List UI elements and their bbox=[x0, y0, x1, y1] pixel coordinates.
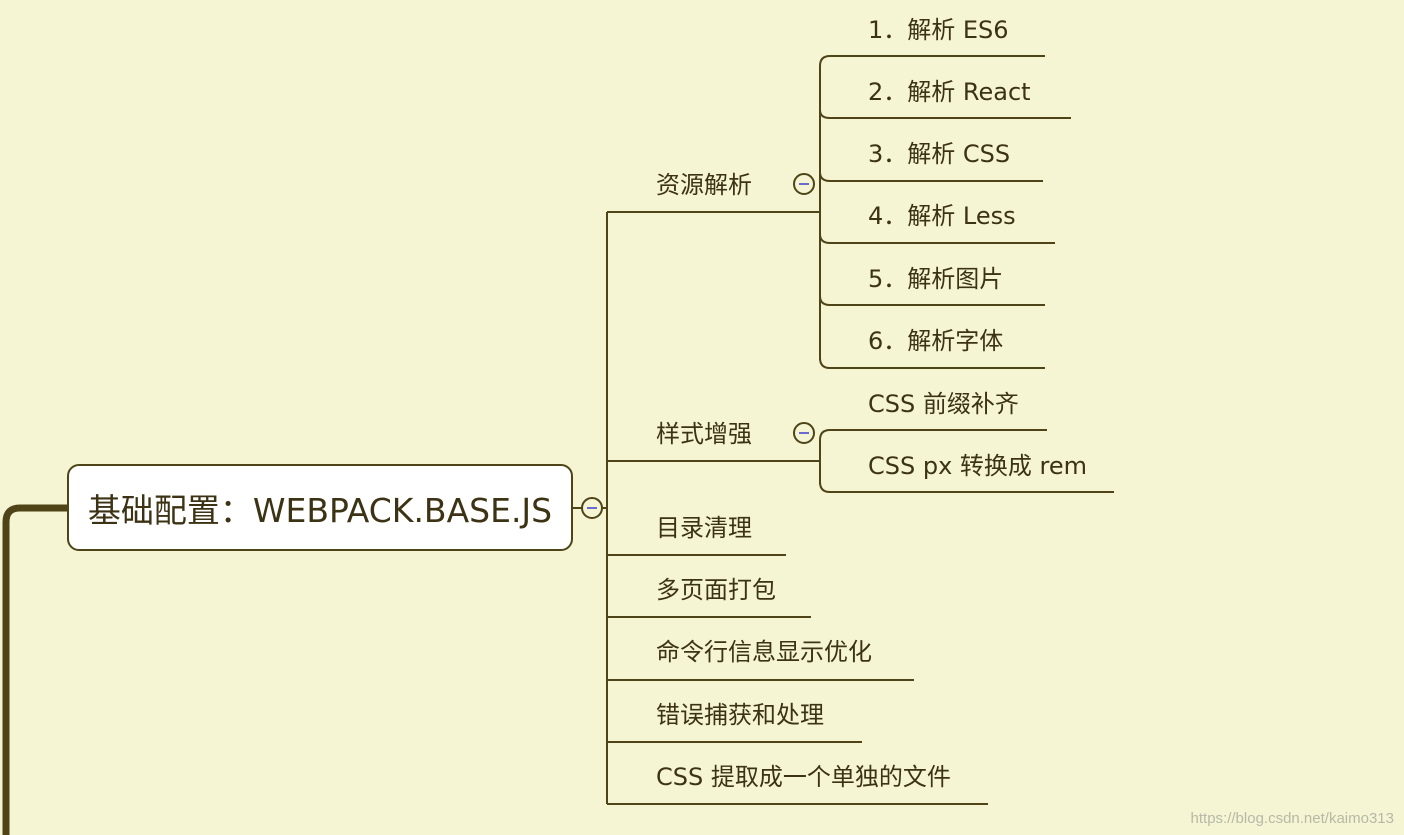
child-label[interactable]: CSS 前缀补齐 bbox=[868, 390, 1019, 418]
root-label: 基础配置：WEBPACK.BASE.JS bbox=[87, 490, 553, 530]
branch-label-clean[interactable]: 目录清理 bbox=[656, 514, 752, 542]
root-node[interactable]: 基础配置：WEBPACK.BASE.JS bbox=[67, 464, 573, 551]
child-label[interactable]: CSS px 转换成 rem bbox=[868, 452, 1088, 480]
subtrunk-1 bbox=[819, 429, 1047, 441]
watermark: https://blog.csdn.net/kaimo313 bbox=[1190, 810, 1394, 827]
branch-collapse-icon[interactable] bbox=[793, 173, 815, 195]
child-label[interactable]: 4．解析 Less bbox=[868, 202, 1016, 230]
child-label[interactable]: 6．解析字体 bbox=[868, 327, 1004, 355]
child-label[interactable]: 1．解析 ES6 bbox=[868, 16, 1009, 44]
child-label[interactable]: 5．解析图片 bbox=[868, 265, 1004, 293]
branch-collapse-icon[interactable] bbox=[793, 422, 815, 444]
branch-label-cli[interactable]: 命令行信息显示优化 bbox=[656, 638, 872, 666]
branch-label-style[interactable]: 样式增强 bbox=[656, 420, 752, 448]
branch-label-error[interactable]: 错误捕获和处理 bbox=[656, 701, 824, 729]
child-label[interactable]: 2．解析 React bbox=[868, 78, 1031, 106]
root-collapse-icon[interactable] bbox=[581, 497, 603, 519]
child-label[interactable]: 3．解析 CSS bbox=[868, 140, 1011, 168]
branch-label-resource[interactable]: 资源解析 bbox=[656, 171, 752, 199]
branch-label-multipage[interactable]: 多页面打包 bbox=[656, 576, 776, 604]
subtrunk-0 bbox=[819, 55, 1045, 67]
branch-label-extract-css[interactable]: CSS 提取成一个单独的文件 bbox=[656, 763, 951, 791]
parent-connector bbox=[2, 504, 67, 835]
